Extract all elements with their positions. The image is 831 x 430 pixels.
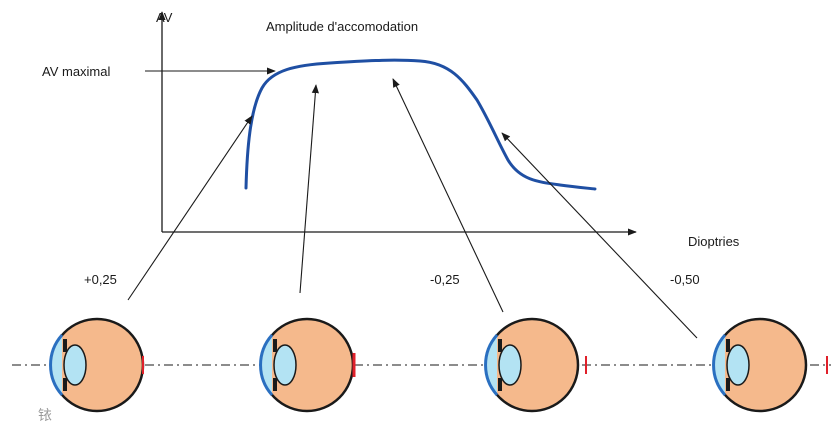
diagram-title: Amplitude d'accomodation <box>266 19 418 34</box>
eye-1 <box>49 317 145 413</box>
lens-power-3: -0,25 <box>430 272 460 287</box>
lens-power-4: -0,50 <box>670 272 700 287</box>
pointer-arrow-3 <box>392 78 504 313</box>
y-axis-label: AV <box>156 10 173 25</box>
pointer-arrow-1 <box>127 115 253 301</box>
watermark: 铱 <box>38 407 52 423</box>
eye-2 <box>259 317 355 413</box>
av-max-label: AV maximal <box>42 64 110 79</box>
eye-4 <box>712 317 808 413</box>
accommodation-curve <box>244 58 597 191</box>
pointer-arrow-4 <box>501 132 698 339</box>
eye-3 <box>484 317 580 413</box>
lens-power-1: +0,25 <box>84 272 117 287</box>
pointer-arrow-2 <box>299 84 319 294</box>
x-axis-label: Dioptries <box>688 234 740 249</box>
